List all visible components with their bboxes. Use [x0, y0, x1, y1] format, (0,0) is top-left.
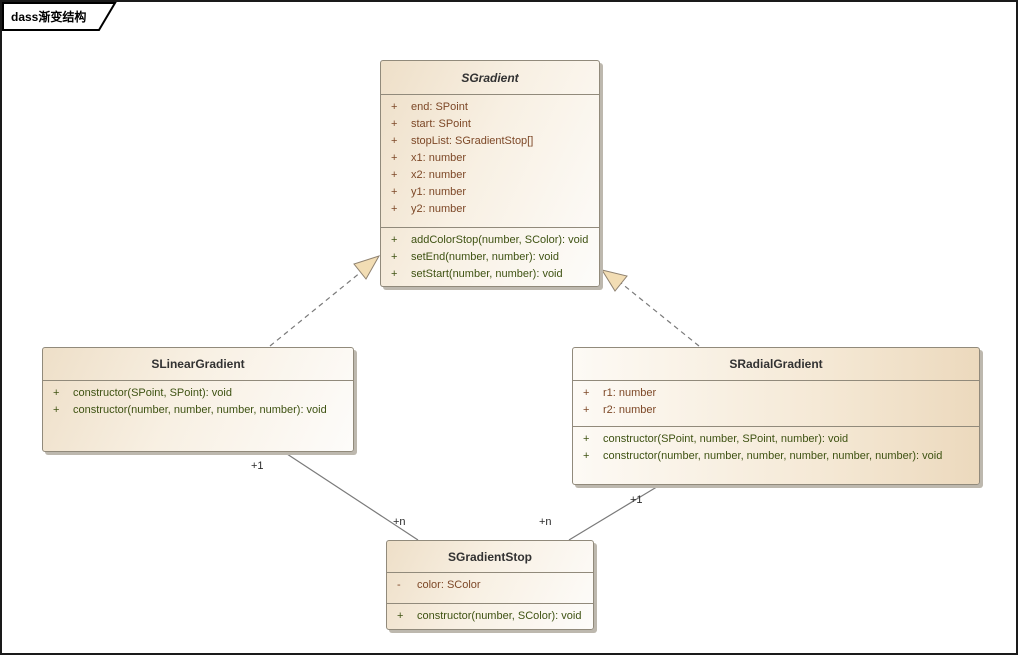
- attributes-compartment: +end: SPoint +start: SPoint +stopList: S…: [381, 95, 599, 227]
- multiplicity-label-linear-source: +1: [251, 460, 264, 472]
- method-row: +addColorStop(number, SColor): void: [391, 234, 589, 246]
- attribute-row: +y2: number: [391, 203, 467, 215]
- method-row: +setStart(number, number): void: [391, 268, 563, 280]
- class-box-sgradientstop[interactable]: SGradientStop -color: SColor +constructo…: [386, 540, 594, 630]
- multiplicity-label-linear-target: +n: [393, 516, 406, 528]
- diagram-frame-tab: [2, 2, 117, 31]
- class-box-slineargradient[interactable]: SLinearGradient +constructor(SPoint, SPo…: [42, 347, 354, 452]
- methods-compartment: +constructor(number, SColor): void: [387, 603, 593, 629]
- attribute-row: +end: SPoint: [391, 101, 468, 113]
- class-name-sgradientstop: SGradientStop: [387, 541, 593, 573]
- diagram-frame-label: dass渐变结构: [11, 10, 87, 24]
- multiplicity-label-radial-target: +n: [539, 516, 552, 528]
- generalization-slineargradient-sgradient[interactable]: [269, 271, 362, 347]
- attribute-row: -color: SColor: [397, 579, 481, 591]
- attribute-row: +x2: number: [391, 169, 467, 181]
- method-row: +constructor(number, number, number, num…: [583, 450, 943, 462]
- class-box-sgradient[interactable]: SGradient +end: SPoint +start: SPoint +s…: [380, 60, 600, 287]
- multiplicity-label-radial-source: +1: [630, 494, 643, 506]
- generalization-arrowhead-left: [353, 255, 381, 280]
- association-slineargradient-sgradientstop[interactable]: [283, 451, 419, 541]
- class-name-sgradient: SGradient: [381, 61, 599, 95]
- generalization-arrowhead-right: [600, 269, 628, 292]
- attributes-compartment: -color: SColor: [387, 573, 593, 603]
- method-row: +constructor(SPoint, number, SPoint, num…: [583, 433, 849, 445]
- methods-compartment: +constructor(SPoint, SPoint): void +cons…: [43, 381, 353, 451]
- generalization-sradialgradient-sgradient[interactable]: [620, 282, 700, 347]
- class-name-slineargradient: SLinearGradient: [43, 348, 353, 381]
- attribute-row: +r2: number: [583, 404, 657, 416]
- attribute-row: +start: SPoint: [391, 118, 471, 130]
- methods-compartment: +constructor(SPoint, number, SPoint, num…: [573, 426, 979, 484]
- attribute-row: +r1: number: [583, 387, 657, 399]
- attribute-row: +y1: number: [391, 186, 467, 198]
- class-name-sradialgradient: SRadialGradient: [573, 348, 979, 381]
- attribute-row: +x1: number: [391, 152, 467, 164]
- method-row: +constructor(number, SColor): void: [397, 610, 582, 622]
- association-sradialgradient-sgradientstop[interactable]: [568, 484, 661, 541]
- attribute-row: +stopList: SGradientStop[]: [391, 135, 534, 147]
- attributes-compartment: +r1: number +r2: number: [573, 381, 979, 426]
- methods-compartment: +addColorStop(number, SColor): void +set…: [381, 227, 599, 286]
- method-row: +constructor(SPoint, SPoint): void: [53, 387, 232, 399]
- method-row: +constructor(number, number, number, num…: [53, 404, 327, 416]
- class-box-sradialgradient[interactable]: SRadialGradient +r1: number +r2: number …: [572, 347, 980, 485]
- method-row: +setEnd(number, number): void: [391, 251, 559, 263]
